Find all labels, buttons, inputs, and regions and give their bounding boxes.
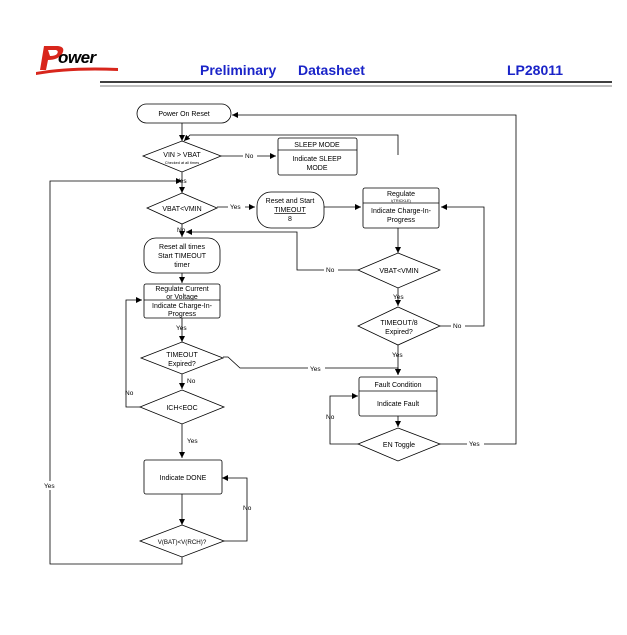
label-vin-vbat-sub: Checked at all times bbox=[165, 161, 199, 165]
label-reset-timeout-l2: TIMEOUT bbox=[274, 207, 306, 214]
label-power-on-reset: Power On Reset bbox=[158, 111, 209, 118]
label-regulate-l2: or Voltage bbox=[166, 294, 198, 301]
node-reset-timeout bbox=[256, 191, 325, 229]
edge-no-timeout8: No bbox=[453, 323, 462, 330]
edge-yes-vin: Yes bbox=[176, 178, 187, 185]
label-reset-all-l1: Reset all times bbox=[159, 244, 205, 251]
edge-labels: No Yes Yes No No Yes No Yes Yes Yes No N… bbox=[42, 151, 484, 512]
label-timeout-exp-l2: Expired? bbox=[168, 361, 196, 368]
logo-icon bbox=[36, 46, 118, 75]
node-regulate-current bbox=[143, 283, 221, 319]
label-vbat-vmin-1: VBAT<VMIN bbox=[162, 206, 201, 213]
logo-text: ower bbox=[58, 48, 96, 67]
label-reset-all-l3: timer bbox=[174, 262, 190, 269]
label-sleep-title: SLEEP MODE bbox=[294, 142, 340, 149]
node-regulate-trickle bbox=[362, 187, 440, 229]
box-dividers bbox=[144, 149, 439, 392]
page-header: ower Preliminary Datasheet LP28011 bbox=[0, 0, 627, 100]
label-sleep-l1: Indicate SLEEP bbox=[292, 156, 341, 163]
edge-yes-vbat1: Yes bbox=[230, 204, 241, 211]
node-vbat-vrch bbox=[138, 524, 226, 558]
label-trickle-l3: Progress bbox=[387, 217, 416, 224]
label-trickle-l2: Indicate Charge-In- bbox=[371, 208, 432, 215]
label-trickle-l1: Regulate bbox=[387, 191, 415, 198]
node-ich-eoc bbox=[138, 389, 226, 425]
node-sleep-mode bbox=[277, 137, 358, 176]
node-power-on-reset bbox=[136, 103, 232, 124]
label-indicate-done: Indicate DONE bbox=[160, 475, 207, 482]
edge-yes-eoc: Yes bbox=[187, 438, 198, 445]
label-reset-all-l2: Start TIMEOUT bbox=[158, 253, 207, 260]
edge-no-vbat2: No bbox=[326, 267, 335, 274]
edge-yes-timeout8: Yes bbox=[392, 352, 403, 359]
edge-no-rch: No bbox=[243, 505, 252, 512]
flow-shapes bbox=[136, 103, 442, 558]
edge-no-en: No bbox=[326, 414, 335, 421]
node-timeout8 bbox=[357, 306, 441, 346]
node-en-toggle bbox=[356, 427, 442, 462]
label-ich-eoc: ICH<EOC bbox=[166, 405, 197, 412]
edge-yes-vbat2: Yes bbox=[393, 294, 404, 301]
label-reset-timeout-l1: Reset and Start bbox=[266, 198, 315, 205]
node-timeout-expired bbox=[139, 341, 225, 375]
node-indicate-done bbox=[143, 459, 223, 495]
edge-yes-outer: Yes bbox=[44, 483, 55, 490]
node-reset-all-times bbox=[143, 237, 221, 274]
edge-yes-timeout: Yes bbox=[310, 366, 321, 373]
doc-type-preliminary: Preliminary bbox=[200, 62, 277, 78]
edge-no-vbat1: No bbox=[177, 227, 186, 234]
node-vin-vbat bbox=[141, 140, 223, 173]
flow-connectors bbox=[49, 112, 517, 565]
label-vin-vbat: VIN > VBAT bbox=[163, 152, 201, 159]
label-reset-timeout-l3: 8 bbox=[288, 216, 292, 223]
label-regulate-l3: Indicate Charge-In- bbox=[152, 303, 213, 310]
node-vbat-vmin-1 bbox=[146, 192, 218, 225]
part-number: LP28011 bbox=[507, 62, 564, 78]
edge-yes-en: Yes bbox=[469, 441, 480, 448]
label-timeout8-l2: Expired? bbox=[385, 329, 413, 336]
edge-yes-regulate: Yes bbox=[176, 325, 187, 332]
node-labels: Power On Reset VIN > VBAT Checked at all… bbox=[152, 111, 432, 546]
label-vbat-vmin-2: VBAT<VMIN bbox=[379, 268, 418, 275]
edge-no-sleep: No bbox=[245, 153, 254, 160]
edge-no-eoc: No bbox=[125, 390, 134, 397]
header-rule bbox=[100, 81, 612, 87]
label-fault-l1: Indicate Fault bbox=[377, 401, 419, 408]
label-timeout8-l1: TIMEOUT/8 bbox=[380, 320, 417, 327]
label-regulate-l4: Progress bbox=[168, 311, 197, 318]
node-vbat-vmin-2 bbox=[357, 252, 442, 289]
label-trickle-sub: I(TRICKLE) bbox=[391, 199, 411, 203]
doc-type-datasheet: Datasheet bbox=[298, 62, 365, 78]
label-en-toggle: EN Toggle bbox=[383, 442, 415, 449]
label-timeout-exp-l1: TIMEOUT bbox=[166, 352, 198, 359]
edge-no-timeout: No bbox=[187, 378, 196, 385]
label-vbat-vrch: V(BAT)<V(RCH)? bbox=[158, 539, 207, 546]
node-fault-condition bbox=[358, 376, 438, 417]
label-fault-title: Fault Condition bbox=[374, 382, 421, 389]
label-sleep-l2: MODE bbox=[307, 165, 328, 172]
label-regulate-l1: Regulate Current bbox=[155, 286, 208, 293]
